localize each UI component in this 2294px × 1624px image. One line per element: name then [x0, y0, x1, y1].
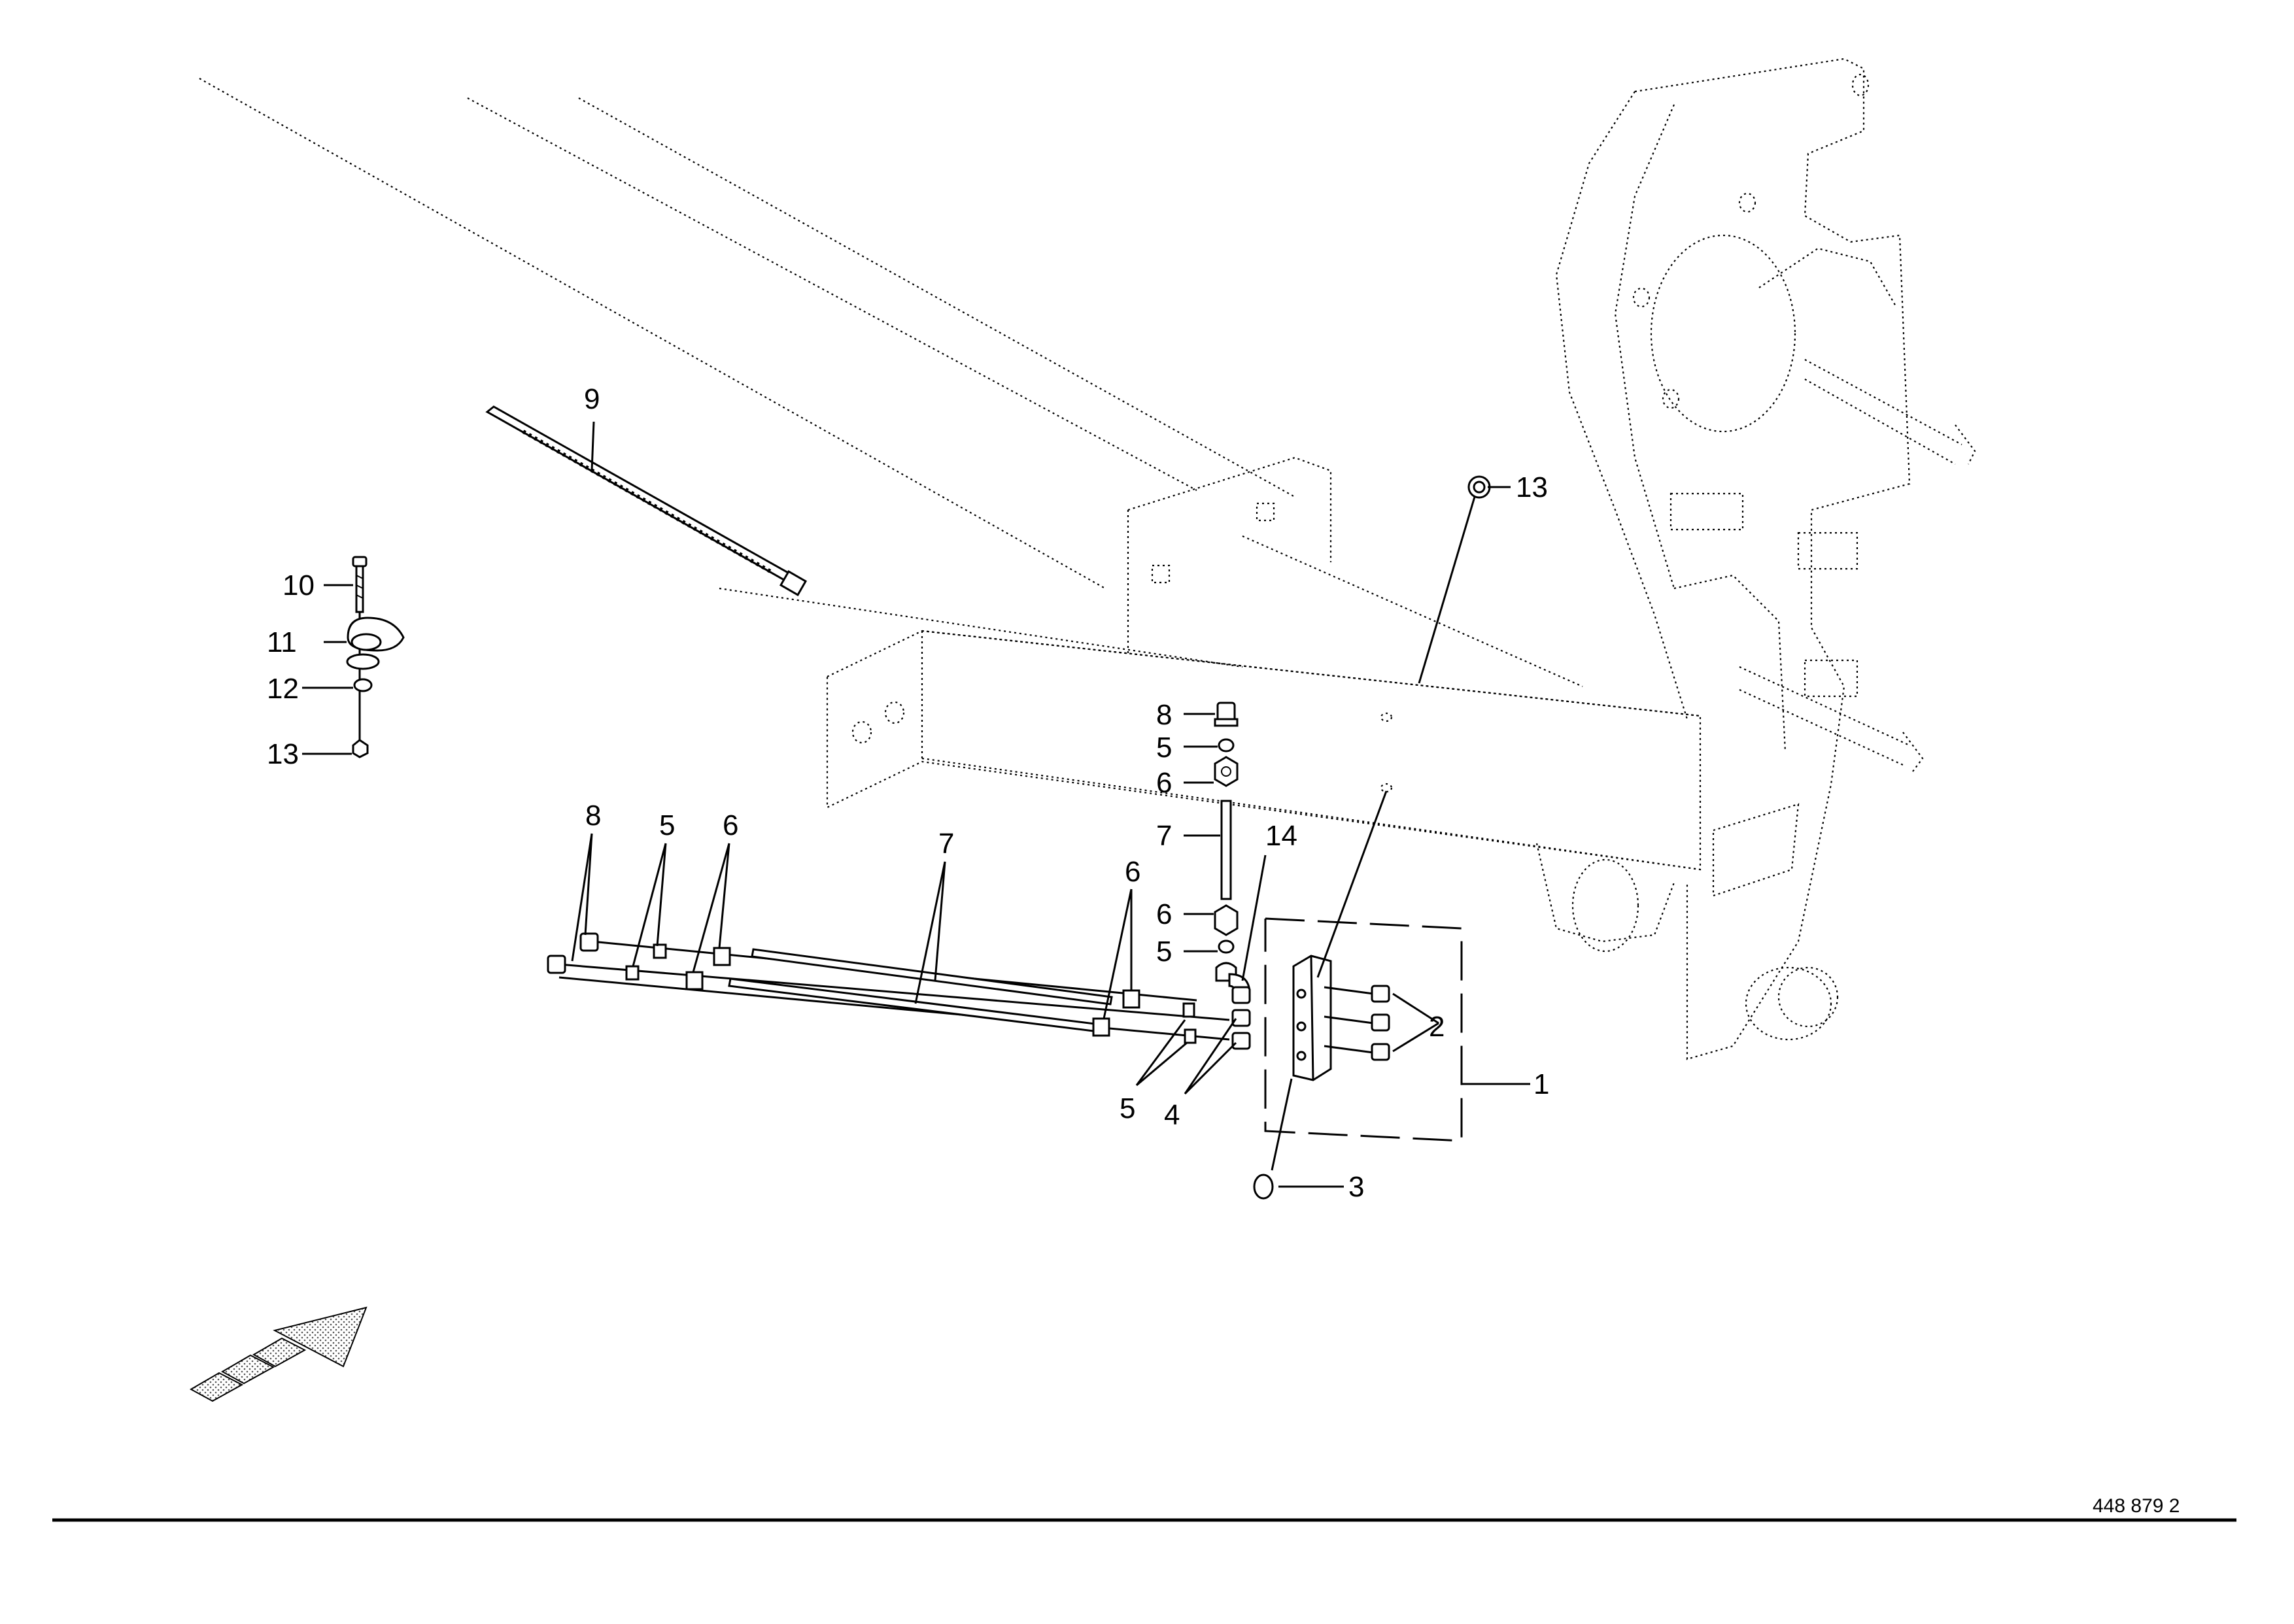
- callout-labels: 9 13 10 11 12 13 8 5 6 7 14 6 5 8 5 6 7 …: [267, 383, 1549, 1203]
- callout-5-horizontal-right: 5: [1120, 1092, 1135, 1125]
- horizontal-lubrication-lines: [547, 932, 1251, 1050]
- callout-5-vertical-bottom: 5: [1156, 936, 1172, 968]
- callout-leaders: [302, 421, 1530, 1188]
- callout-10: 10: [282, 569, 315, 601]
- cable-tie: [485, 405, 808, 596]
- callout-1: 1: [1533, 1068, 1549, 1100]
- machine-frame-outline: [199, 58, 1976, 1060]
- callout-6-vertical-top: 6: [1156, 767, 1172, 799]
- callout-5-horizontal-left: 5: [659, 809, 675, 841]
- callout-13-top: 13: [1516, 471, 1548, 503]
- vertical-lubrication-line: [1214, 702, 1250, 994]
- distributor-block-kit: [1253, 790, 1463, 1200]
- callout-4: 4: [1164, 1099, 1180, 1131]
- callout-11: 11: [267, 626, 297, 658]
- callout-7-vertical: 7: [1156, 820, 1172, 852]
- callout-6-vertical-bottom: 6: [1156, 898, 1172, 930]
- callout-9: 9: [584, 383, 600, 415]
- callout-2: 2: [1429, 1011, 1445, 1043]
- callout-7-horizontal: 7: [938, 828, 954, 860]
- hex-nut-top: [1418, 475, 1491, 684]
- callout-6-horizontal-left: 6: [723, 809, 738, 841]
- callout-3: 3: [1348, 1171, 1364, 1203]
- callout-8-horizontal: 8: [585, 800, 601, 832]
- callout-13-left: 13: [267, 738, 299, 770]
- callout-6-horizontal-right: 6: [1125, 856, 1140, 888]
- pipe-clamp-assembly: [346, 556, 405, 758]
- direction-arrow-icon: [189, 1306, 368, 1402]
- callout-12: 12: [267, 673, 299, 705]
- callout-5-vertical-top: 5: [1156, 732, 1172, 764]
- drawing-number: 448 879 2: [2093, 1495, 2180, 1517]
- callout-8-vertical: 8: [1156, 699, 1172, 731]
- callout-14: 14: [1265, 820, 1297, 852]
